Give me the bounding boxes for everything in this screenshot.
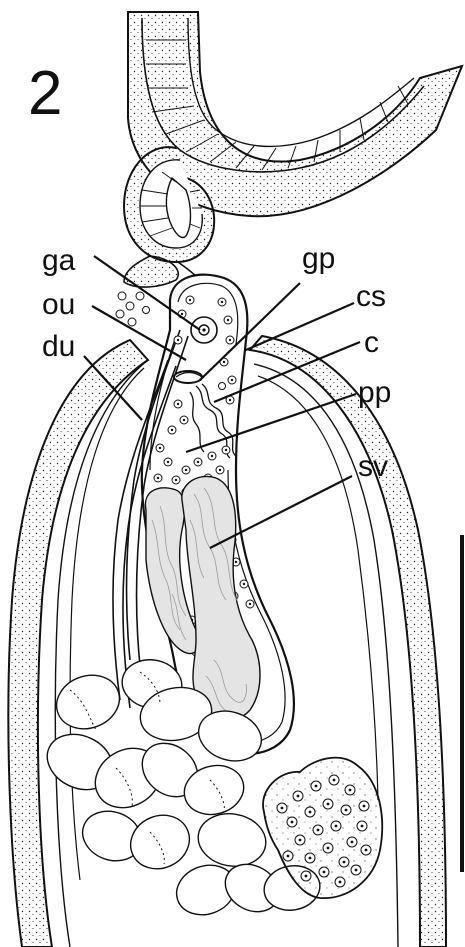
label-cs: cs — [356, 280, 386, 313]
label-c: c — [364, 326, 379, 359]
vitelline-cluster-left — [116, 292, 150, 326]
panel-number: 2 — [28, 59, 62, 128]
label-pp: pp — [358, 376, 391, 409]
label-du: du — [42, 330, 75, 363]
label-sv: sv — [358, 450, 388, 483]
label-ga: ga — [42, 244, 76, 277]
label-gp: gp — [302, 242, 335, 275]
genital-atrium — [191, 317, 217, 343]
label-ou: ou — [42, 288, 75, 321]
leader-cs — [246, 303, 354, 350]
genital-pore — [174, 371, 202, 383]
